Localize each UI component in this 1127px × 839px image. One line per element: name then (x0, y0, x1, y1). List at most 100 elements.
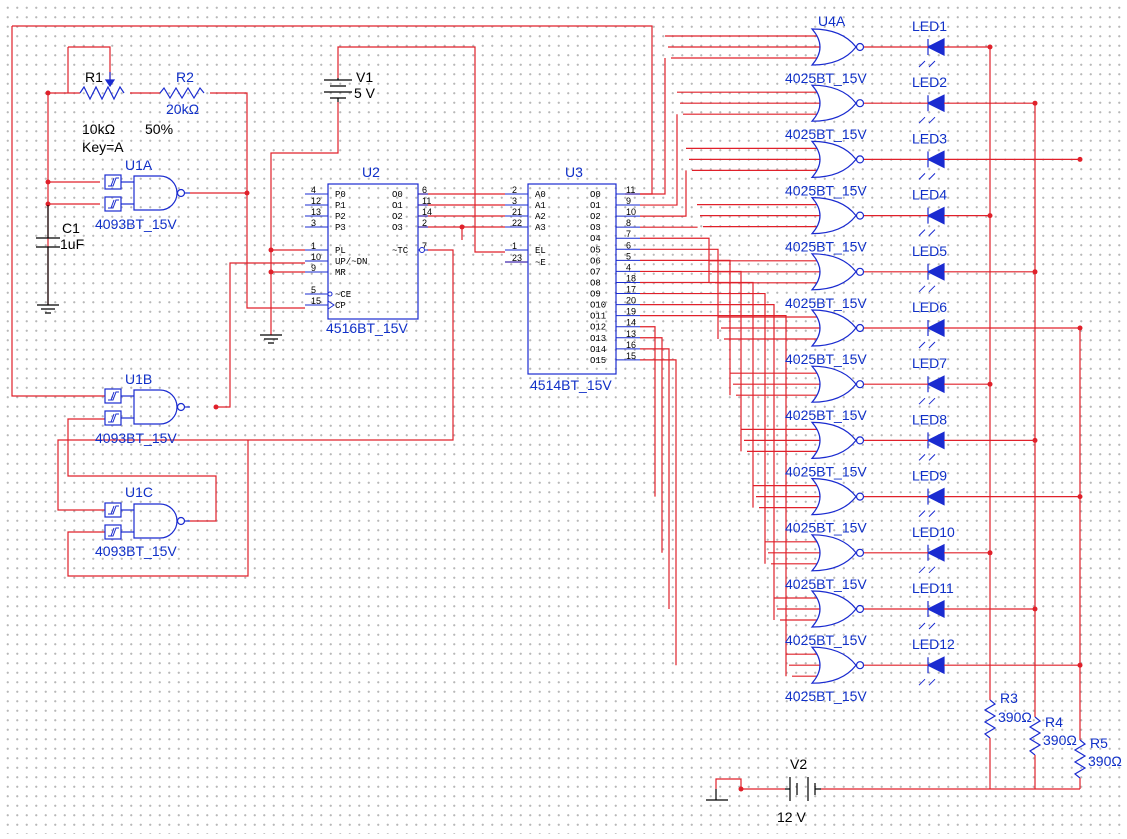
u3-output-trunk (640, 315, 787, 677)
u2-pin-num: 1 (311, 241, 316, 251)
nor-bubble (855, 155, 865, 164)
r1-ref: R1 (85, 69, 103, 85)
u3-output-wires (640, 58, 787, 677)
u2-part: 4516BT_15V (326, 320, 408, 336)
led-arrows (918, 173, 936, 180)
led-arrows (918, 397, 936, 405)
u3-output-trunk (640, 304, 775, 620)
r4-value: 390Ω (1043, 732, 1077, 748)
led-arrows (918, 678, 936, 686)
led-symbol (926, 94, 945, 113)
u3-pin-num: 14 (626, 318, 636, 328)
led-arrows (918, 510, 936, 517)
u3-output-trunk (640, 337, 663, 553)
u3-output-trunk (640, 248, 719, 339)
u3-pin-name: A3 (535, 223, 546, 233)
u2-pin-num: 12 (311, 196, 321, 206)
u2-pin-num: 13 (311, 207, 321, 217)
battery-v1: V1 5 V (324, 69, 376, 102)
u3-pin-num: 22 (512, 218, 522, 228)
u3-pin-name: A2 (535, 212, 546, 222)
u3-pin-num: 20 (626, 296, 636, 306)
u3-pin-num: 1 (512, 241, 517, 251)
led-arrows (918, 229, 936, 236)
u3-pin-name: O8 (590, 278, 601, 288)
u3-pin-name: O9 (590, 290, 601, 300)
u3-pin-name: O14 (590, 345, 606, 355)
nor-gate-body (810, 196, 857, 235)
gate-row-3: LED3 4025BT_15V (686, 130, 1083, 198)
led-arrows (918, 341, 936, 349)
v2-ref: V2 (790, 756, 807, 772)
nor-part-label: 4025BT_15V (785, 182, 867, 198)
u3-output-trunk (640, 292, 766, 564)
c1-ref: C1 (62, 220, 80, 236)
nor-bubble (855, 323, 865, 333)
potentiometer-r1: R1 10kΩ 50% Key=A (79, 69, 173, 155)
nor-gate-body (810, 590, 857, 628)
u3-output-trunk (640, 237, 710, 283)
led-symbol (926, 656, 945, 675)
r2-value: 20kΩ (166, 101, 199, 117)
u3-pin-num: 15 (626, 351, 636, 361)
u1c-ref: U1C (125, 484, 153, 500)
led-arrows (918, 285, 936, 293)
bus-junction (1077, 156, 1083, 162)
u3-pin-name: ~E (535, 258, 546, 268)
nor-part-label: 4025BT_15V (785, 295, 867, 311)
u3-pin-num: 6 (626, 240, 631, 250)
u3-pin-num: 9 (626, 196, 631, 206)
u2-pin-name: O1 (392, 201, 403, 211)
nor-gate-body (810, 646, 857, 684)
led-label: LED3 (912, 130, 947, 146)
u1-gates (104, 174, 190, 540)
u3-pin-num: 4 (626, 262, 631, 272)
u3-pin-num: 13 (626, 329, 636, 339)
led-bus-lines (989, 47, 1081, 740)
led-symbol (926, 150, 945, 169)
r5-value: 390Ω (1088, 753, 1122, 769)
u3-pin-name: O10 (590, 301, 606, 311)
u1a-bubble (176, 188, 186, 198)
nor-bubble (855, 267, 865, 276)
u2-pin-num: 4 (311, 185, 316, 195)
u3-pin-num: 16 (626, 340, 636, 350)
resistor-r5: R5 390Ω (1073, 735, 1122, 789)
u1c-gate (104, 502, 190, 540)
v1-ref: V1 (356, 69, 373, 85)
r1-key: Key=A (82, 139, 124, 155)
r3-value: 390Ω (998, 709, 1032, 725)
left-section-wires (11, 25, 653, 577)
nor-gate-body (810, 365, 857, 403)
nor-bubble (855, 380, 865, 389)
u4a-ref: U4A (818, 13, 846, 29)
u3-pin-num: 11 (626, 185, 635, 195)
nor-part-label: 4025BT_15V (785, 520, 867, 536)
u1c-body (133, 503, 178, 539)
u2-pin-name: P3 (335, 223, 346, 233)
r2-ref: R2 (176, 69, 194, 85)
u2-pin-name: O0 (392, 190, 403, 200)
u1c-part: 4093BT_15V (95, 543, 177, 559)
u1c-bubble (176, 516, 186, 526)
nor-bubble (855, 492, 865, 501)
u2-pin-name: ~TC (392, 246, 409, 256)
u3-output-trunk (640, 226, 698, 228)
led-symbol (926, 206, 945, 225)
u1b-bubble (176, 402, 186, 412)
u3-pin-name: O2 (590, 212, 601, 222)
u3-pin-name: O13 (590, 334, 606, 344)
battery-v2: V2 12 V (706, 756, 1080, 825)
led-label: LED5 (912, 243, 947, 259)
capacitor-c1: C1 1uF (36, 205, 84, 314)
u3-pin-name: O3 (590, 223, 601, 233)
u2-pin-num: 2 (422, 218, 427, 228)
u2-pin-name: P2 (335, 212, 346, 222)
